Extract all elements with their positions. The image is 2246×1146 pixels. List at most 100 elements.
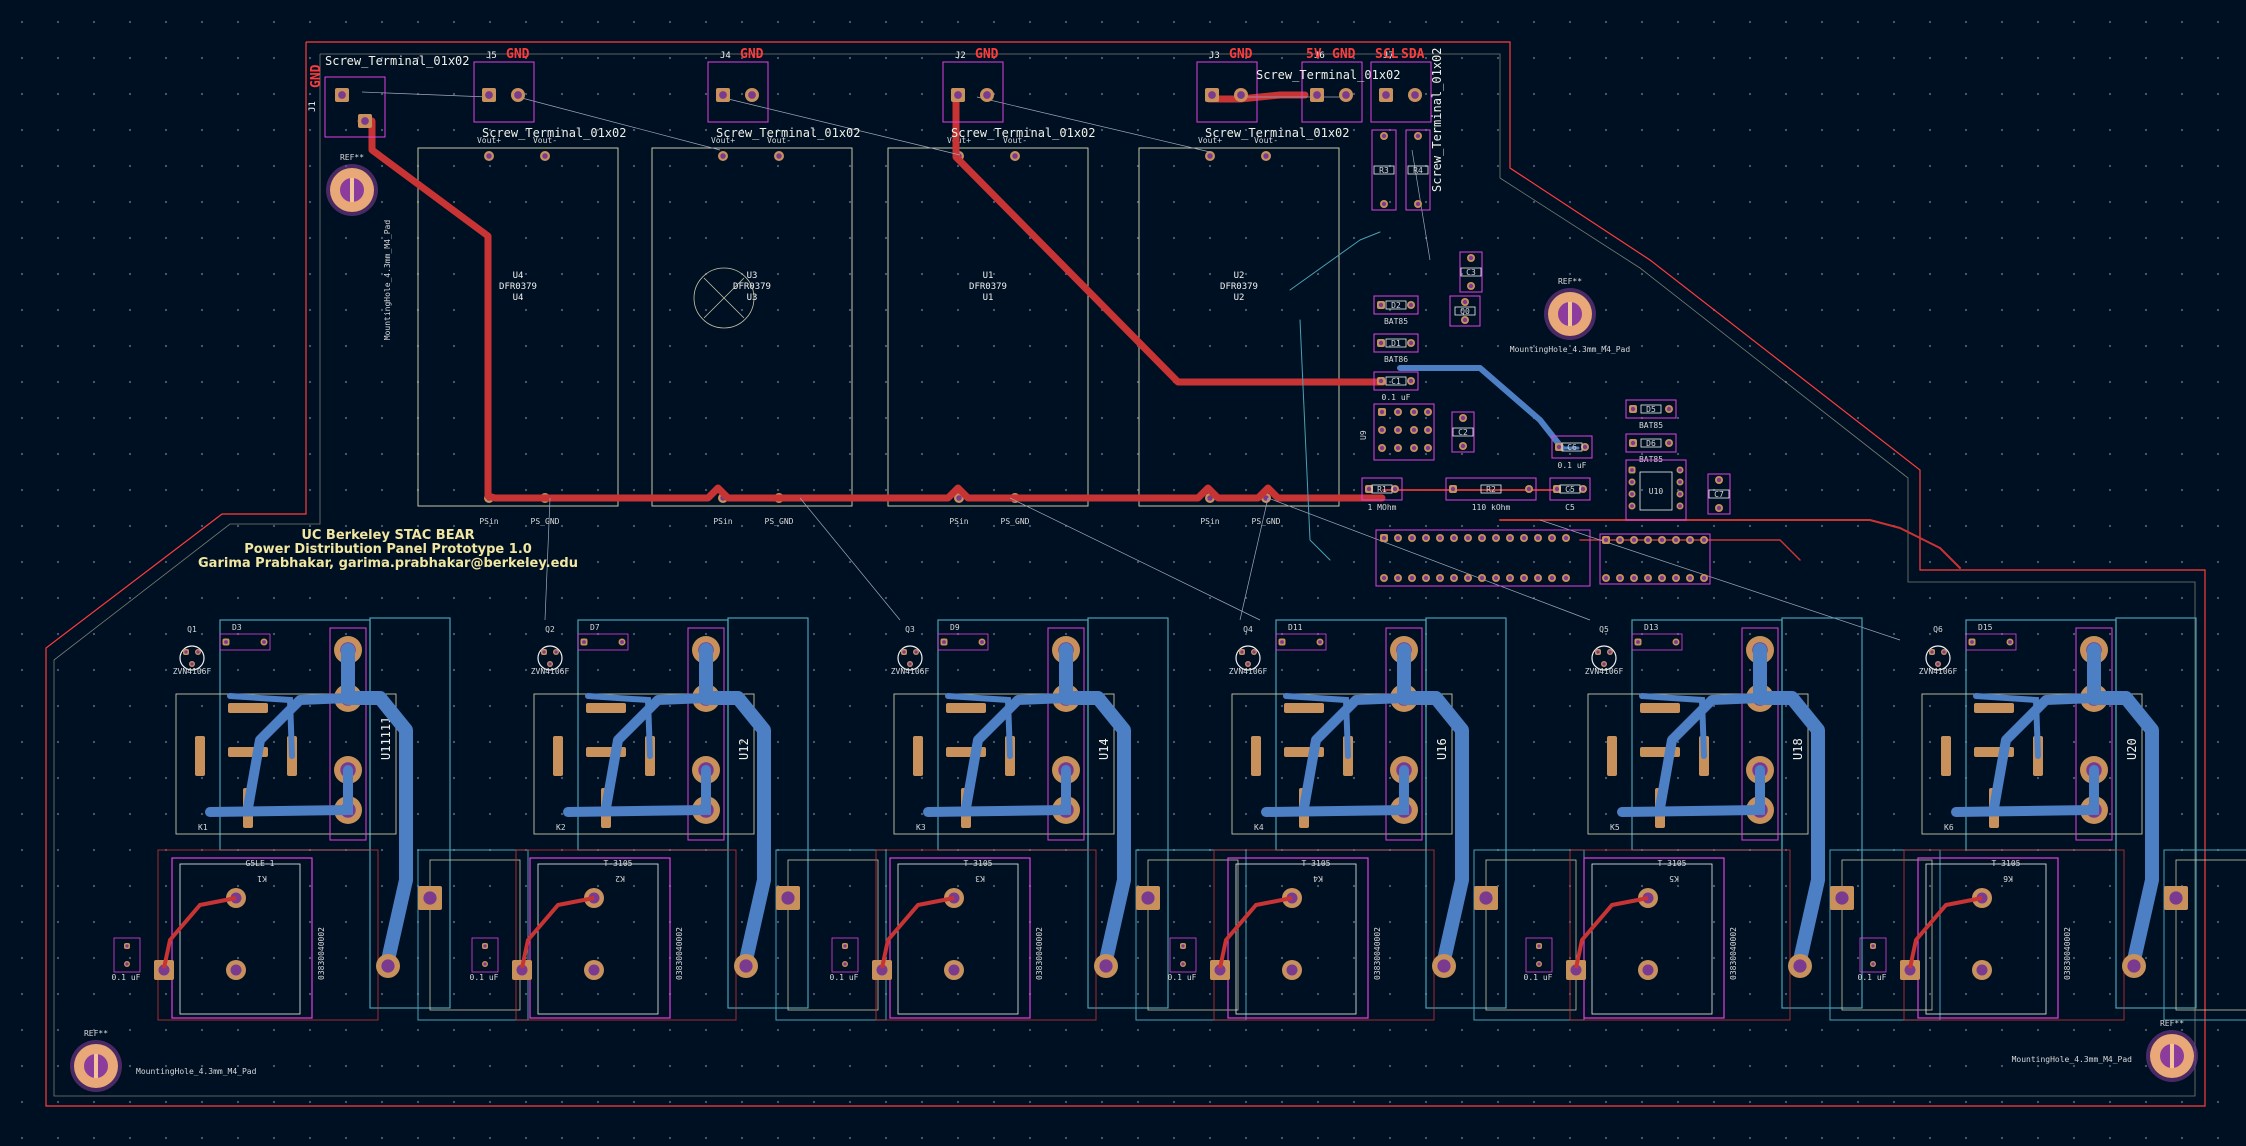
capacitor-bypass-4[interactable]: 0.1 uF [1168, 937, 1197, 982]
pad-2[interactable] [1715, 504, 1723, 512]
pad[interactable] [1180, 943, 1186, 949]
relay-pad[interactable] [1251, 736, 1261, 776]
relay-pad-com[interactable] [154, 960, 174, 980]
header-u8[interactable] [1375, 529, 1711, 587]
pad[interactable] [1410, 444, 1418, 452]
pad[interactable] [1380, 574, 1388, 582]
pad[interactable] [1686, 536, 1694, 544]
relay-pad-com[interactable] [512, 960, 532, 980]
pad[interactable] [1634, 638, 1642, 646]
capacitor-c1[interactable]: C10.1 uF [1373, 371, 1419, 402]
terminal-bottom-5[interactable] [1788, 859, 1933, 1011]
relay-channel-1[interactable]: Q1ZVN4106FD3K1U11111G5LE-1K1038300400020… [112, 617, 529, 1021]
pad-1[interactable] [1629, 405, 1637, 413]
pad[interactable] [260, 638, 268, 646]
relay-pad-no[interactable] [1282, 960, 1302, 980]
pad[interactable] [1700, 536, 1708, 544]
pad[interactable] [1492, 534, 1500, 542]
pad[interactable] [1474, 886, 1498, 910]
pad[interactable] [1616, 536, 1624, 544]
pad-1[interactable] [1555, 443, 1563, 451]
pad[interactable] [1408, 574, 1416, 582]
pad[interactable] [1422, 574, 1430, 582]
pad-2[interactable] [1407, 377, 1415, 385]
pad[interactable] [183, 649, 189, 655]
pad-vout-plus[interactable] [718, 151, 728, 161]
capacitor-c3[interactable]: C3 [1459, 251, 1483, 293]
diode-d15[interactable]: D15 [1965, 623, 2017, 651]
relay-channel-6[interactable]: Q6ZVN4106FD15K6U20T-3105K6038300400020.1… [1858, 617, 2246, 1021]
pad[interactable] [1408, 534, 1416, 542]
pad-1[interactable] [1553, 485, 1561, 493]
pad-2[interactable] [358, 114, 372, 128]
relay-pad-no[interactable] [584, 960, 604, 980]
relay-channel-4[interactable]: Q4ZVN4106FD11K4U16T-3105K4038300400020.1… [1168, 617, 1585, 1021]
pad[interactable] [1394, 444, 1402, 452]
pad[interactable] [1506, 534, 1514, 542]
pad[interactable] [1450, 534, 1458, 542]
pad-1[interactable] [1414, 132, 1422, 140]
pad[interactable] [1616, 574, 1624, 582]
pad[interactable] [1094, 954, 1118, 978]
pad-vout-plus[interactable] [1205, 151, 1215, 161]
pad-2[interactable] [1391, 485, 1399, 493]
pad[interactable] [1251, 649, 1257, 655]
relay-pad-com[interactable] [1566, 960, 1586, 980]
pad-2[interactable] [745, 88, 759, 102]
pad[interactable] [418, 886, 442, 910]
pad[interactable] [1492, 574, 1500, 582]
capacitor-bypass-5[interactable]: 0.1 uF [1524, 937, 1553, 982]
pad[interactable] [1548, 534, 1556, 542]
pad[interactable] [1676, 478, 1684, 486]
pad[interactable] [541, 649, 547, 655]
pad-2[interactable] [1579, 485, 1587, 493]
pad-vout-minus[interactable] [1261, 151, 1271, 161]
pad[interactable] [1628, 478, 1636, 486]
transistor-q0[interactable]: Q0 [1449, 295, 1481, 327]
pad[interactable] [1672, 536, 1680, 544]
pad-1[interactable] [335, 88, 349, 102]
pad[interactable] [1136, 886, 1160, 910]
pad[interactable] [1686, 574, 1694, 582]
pad[interactable] [1628, 502, 1636, 510]
pad-1[interactable] [1461, 298, 1469, 306]
pad[interactable] [1394, 534, 1402, 542]
capacitor-c6[interactable]: C60.1 uF [1551, 435, 1593, 470]
pad-vout-minus[interactable] [540, 151, 550, 161]
ic-u9[interactable]: U9 [1359, 403, 1435, 461]
relay-pad[interactable] [228, 703, 268, 713]
pad[interactable] [553, 649, 559, 655]
mounting-hole-3[interactable]: REF**MountingHole_4.3mm_M4_Pad [70, 1029, 257, 1092]
pad[interactable] [1676, 490, 1684, 498]
terminal-bottom-1[interactable] [376, 859, 521, 1011]
diode-d3[interactable]: D3 [219, 623, 271, 651]
ic-u10[interactable]: U10 [1625, 459, 1687, 521]
relay-pad[interactable] [1974, 703, 2014, 713]
pad[interactable] [1410, 426, 1418, 434]
relay-pad[interactable] [913, 736, 923, 776]
pad[interactable] [1380, 534, 1388, 542]
pad[interactable] [1562, 534, 1570, 542]
relay-pad[interactable] [1607, 736, 1617, 776]
pad[interactable] [2164, 886, 2188, 910]
pad[interactable] [547, 661, 553, 667]
capacitor-c2[interactable]: C2 [1451, 411, 1475, 453]
pad[interactable] [1478, 574, 1486, 582]
pad[interactable] [1607, 649, 1613, 655]
pad-1[interactable] [1379, 88, 1393, 102]
pad[interactable] [842, 943, 848, 949]
